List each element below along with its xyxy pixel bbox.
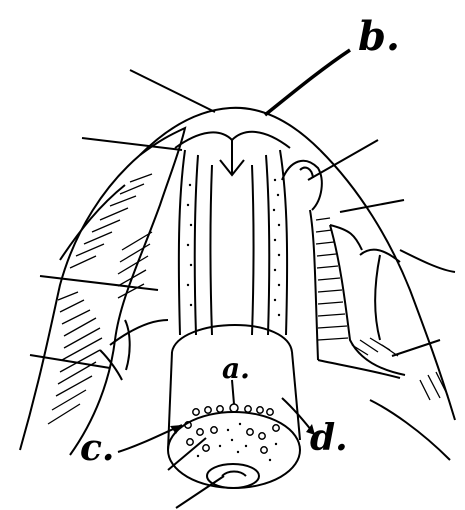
central-column: [179, 150, 287, 335]
label-d: d.: [310, 417, 348, 459]
right-structure: [282, 161, 405, 378]
cross-section-dots: [185, 404, 279, 453]
leader-b: [265, 50, 350, 115]
leader-bottom: [176, 476, 224, 508]
label-c: c.: [80, 427, 114, 469]
cut-cylinder: [168, 325, 300, 488]
right-outer-contour: [320, 150, 455, 460]
leader-left-mid: [40, 276, 158, 290]
leader-right-mid: [340, 200, 404, 212]
cross-section-stipple: [197, 423, 277, 461]
label-b: b.: [358, 13, 400, 60]
lower-left-lip: [100, 320, 130, 380]
left-outer-fold: [20, 128, 185, 455]
column-stipple: [187, 179, 280, 316]
leader-top-left: [130, 70, 215, 112]
leader-upper-left: [82, 138, 182, 150]
left-fold-hatching: [48, 174, 152, 424]
label-a: a.: [222, 352, 250, 385]
